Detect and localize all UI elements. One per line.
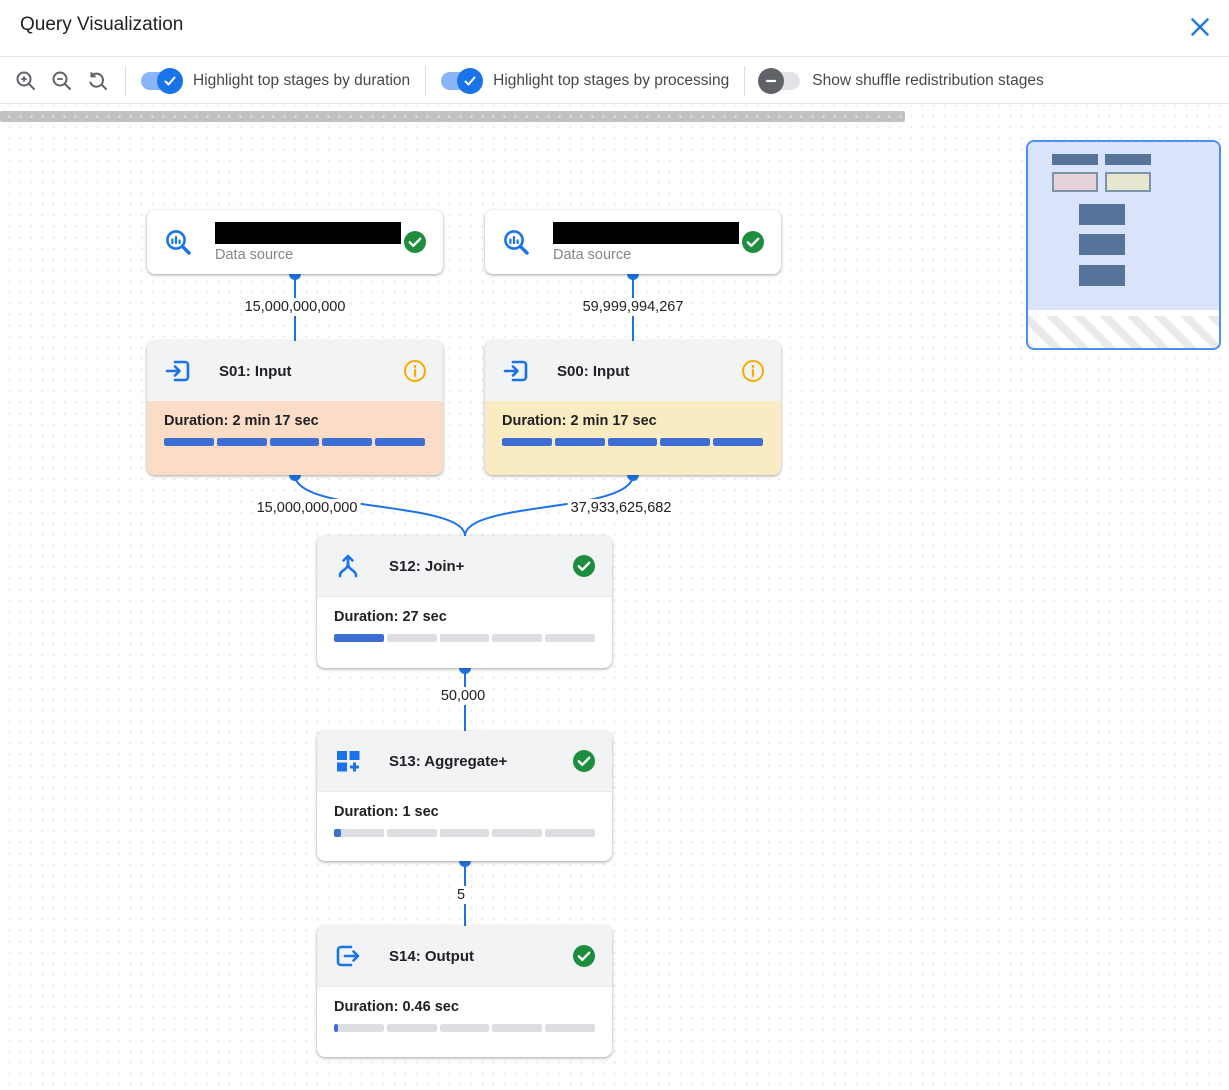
toggle-highlight-duration: Highlight top stages by duration	[135, 67, 416, 94]
bigquery-table-icon	[504, 230, 529, 255]
node-stage-s12[interactable]: S12: Join+ Duration: 27 sec	[317, 536, 612, 668]
toggle-label: Highlight top stages by duration	[193, 71, 411, 89]
check-icon	[157, 67, 183, 94]
toggle-highlight-processing: Highlight top stages by processing	[435, 67, 735, 94]
edge-row-count: 15,000,000,000	[253, 499, 361, 517]
input-icon	[503, 360, 528, 382]
minimap-node	[1052, 154, 1098, 165]
node-stage-s00[interactable]: S00: Input Duration: 2 min 17 sec	[485, 341, 781, 475]
toggle-highlight-processing-switch[interactable]	[441, 67, 484, 94]
toolbar: Highlight top stages by duration Highlig…	[0, 58, 1229, 104]
info-icon[interactable]	[403, 359, 427, 383]
minimap-node-highlight-processing	[1105, 172, 1151, 192]
stage-title: S01: Input	[219, 362, 292, 380]
minimap-node-highlight-duration	[1052, 172, 1098, 192]
join-icon	[338, 554, 358, 578]
duration-progress-bar	[334, 634, 595, 642]
minimap-node	[1079, 204, 1125, 225]
zoom-reset-icon[interactable]	[86, 69, 110, 93]
duration-text: Duration: 2 min 17 sec	[502, 413, 657, 429]
query-graph-canvas: 15,000,000,000 59,999,994,267 15,000,000…	[0, 105, 1229, 1090]
minimap-node	[1105, 154, 1151, 165]
duration-progress-bar	[334, 1024, 595, 1032]
node-subtitle: Data source	[215, 246, 294, 263]
stage-title: S12: Join+	[389, 557, 465, 575]
duration-text: Duration: 27 sec	[334, 609, 447, 625]
duration-progress-bar	[502, 438, 763, 446]
edge-row-count: 5	[453, 886, 469, 904]
success-check-icon	[573, 945, 595, 967]
success-check-icon	[573, 555, 595, 577]
stage-title: S00: Input	[557, 362, 630, 380]
node-stage-s13[interactable]: S13: Aggregate+ Duration: 1 sec	[317, 731, 612, 861]
edge-row-count: 50,000	[437, 687, 489, 705]
info-icon[interactable]	[741, 359, 765, 383]
success-check-icon	[742, 231, 764, 253]
duration-progress-bar	[334, 829, 595, 837]
edge-row-count: 59,999,994,267	[579, 298, 687, 316]
node-datasource-2[interactable]: Data source	[485, 210, 781, 274]
zoom-out-icon[interactable]	[50, 69, 74, 93]
aggregate-icon	[337, 751, 360, 772]
success-check-icon	[573, 750, 595, 772]
toolbar-divider	[744, 65, 746, 96]
toggle-show-shuffle: Show shuffle redistribution stages	[754, 67, 1050, 94]
success-check-icon	[404, 231, 426, 253]
close-icon[interactable]	[1187, 14, 1213, 40]
minus-icon	[758, 67, 785, 94]
duration-text: Duration: 1 sec	[334, 804, 439, 820]
stage-title: S14: Output	[389, 947, 474, 965]
node-stage-s01[interactable]: S01: Input Duration: 2 min 17 sec	[147, 341, 443, 475]
check-icon	[457, 67, 484, 94]
page-title: Query Visualization	[20, 14, 184, 35]
duration-progress-bar	[164, 438, 425, 446]
toggle-show-shuffle-switch[interactable]	[758, 67, 801, 94]
toggle-label: Highlight top stages by processing	[493, 71, 730, 89]
duration-text: Duration: 2 min 17 sec	[164, 413, 319, 429]
toolbar-divider	[125, 65, 126, 96]
minimap-node	[1079, 265, 1125, 286]
minimap-outside-area	[1028, 316, 1219, 348]
output-icon	[336, 945, 360, 967]
graph-minimap[interactable]	[1026, 140, 1221, 350]
minimap-node	[1079, 234, 1125, 255]
redacted-table-name	[553, 221, 739, 244]
toggle-highlight-duration-switch[interactable]	[141, 67, 183, 94]
toolbar-divider	[425, 65, 427, 96]
dialog-header: Query Visualization	[0, 0, 1229, 57]
edge-row-count: 37,933,625,682	[567, 499, 675, 517]
edge-row-count: 15,000,000,000	[241, 298, 349, 316]
input-icon	[165, 360, 190, 382]
redacted-table-name	[215, 221, 401, 244]
node-datasource-1[interactable]: Data source	[147, 210, 443, 274]
zoom-in-icon[interactable]	[14, 69, 38, 93]
stage-title: S13: Aggregate+	[389, 752, 508, 770]
toggle-label: Show shuffle redistribution stages	[812, 71, 1044, 89]
node-stage-s14[interactable]: S14: Output Duration: 0.46 sec	[317, 926, 612, 1057]
node-subtitle: Data source	[553, 246, 632, 263]
bigquery-table-icon	[166, 230, 191, 255]
duration-text: Duration: 0.46 sec	[334, 999, 459, 1015]
